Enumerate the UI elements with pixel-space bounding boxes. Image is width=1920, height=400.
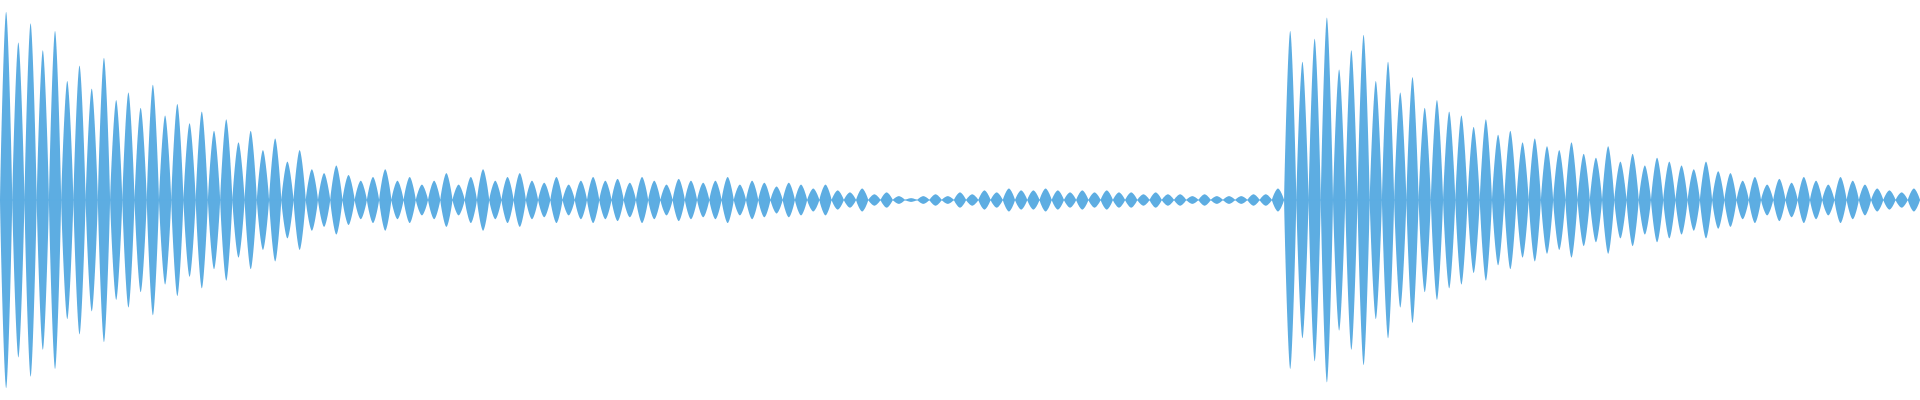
- waveform-cycles: [0, 11, 1920, 389]
